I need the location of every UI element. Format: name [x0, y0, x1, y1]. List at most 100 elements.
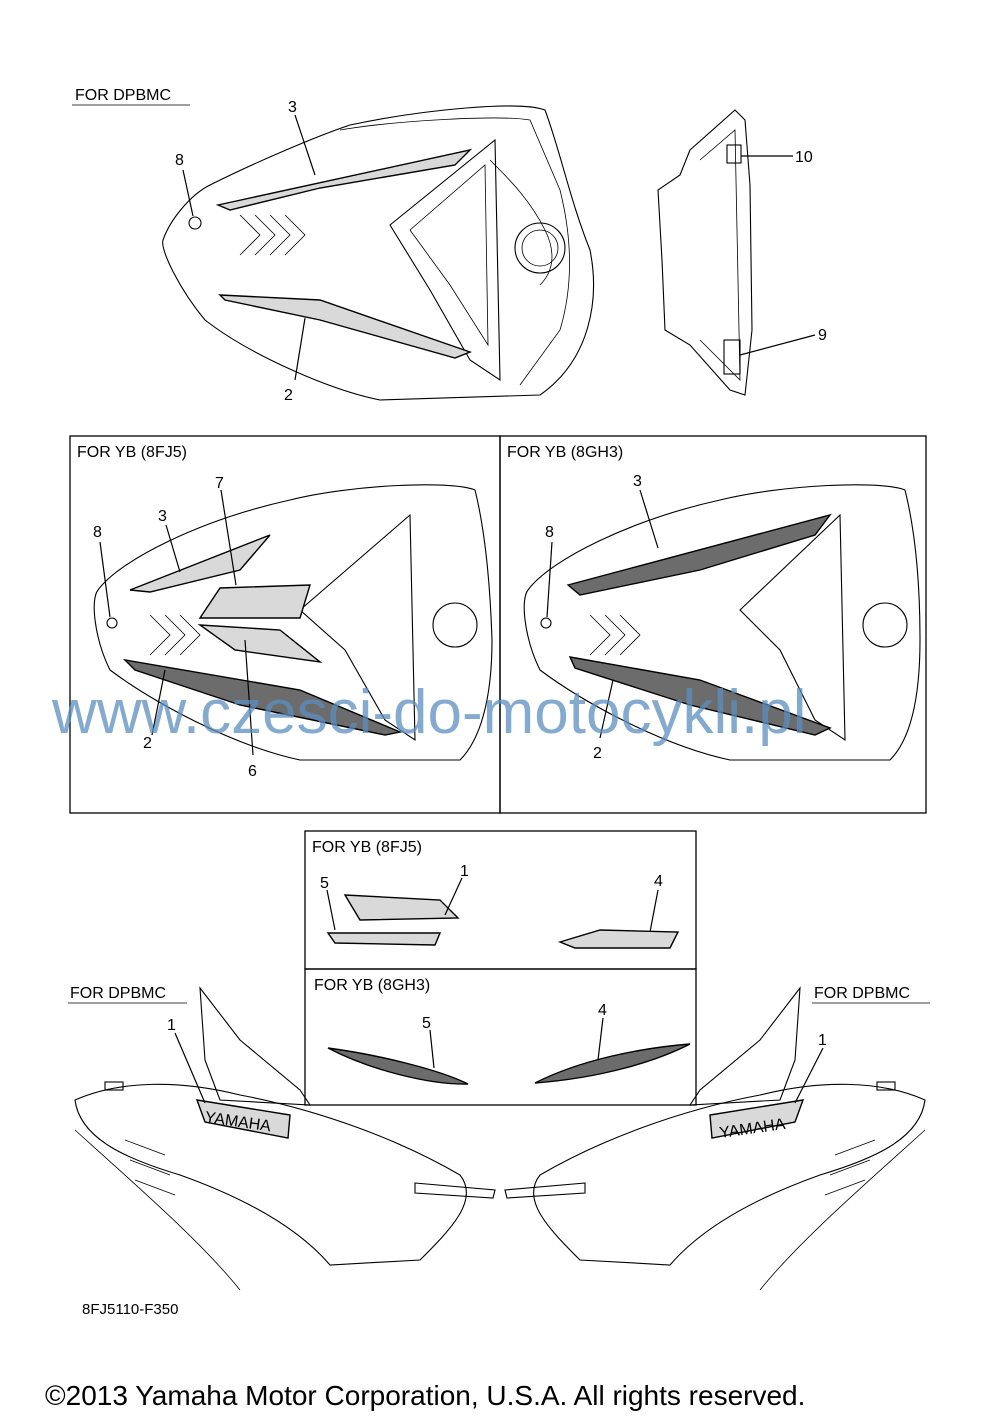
callout-8-8gh3: 8: [545, 524, 554, 541]
callout-5-inset: 5: [320, 875, 329, 892]
vents-left: [124, 1139, 176, 1196]
decal-4-8fj5: [557, 929, 680, 949]
callout-1-right: 1: [818, 1032, 827, 1049]
filler-cap-8fj5: [432, 602, 478, 648]
leader-7-8fj5: [220, 489, 237, 586]
decal-9: [723, 339, 741, 375]
leader-2-8fj5: [151, 669, 166, 736]
filler-cap-inner: [521, 229, 559, 267]
diagram-code: 8FJ5110-F350: [82, 1301, 178, 1318]
leader-4-inset: [649, 889, 659, 933]
inset-8fj5: FOR YB (8FJ5) 1 5 4: [312, 839, 680, 949]
hood-outline: [162, 105, 595, 401]
decal-3-8fj5: [129, 534, 271, 593]
callout-9: 9: [818, 327, 827, 344]
leader-4-8gh3: [597, 1017, 604, 1061]
label-for-dpbmc-bottom-right: FOR DPBMC: [814, 985, 910, 1002]
box-yb-8gh3: [499, 435, 927, 814]
decal-2-lower: [218, 294, 473, 359]
decal-6a-8fj5: [197, 624, 323, 664]
center-v-panel: [389, 138, 501, 382]
callout-3-8fj5: 3: [158, 508, 167, 525]
hood-outline-8gh3: [523, 484, 921, 761]
label-for-dpbmc-bottom-left: FOR DPBMC: [70, 985, 166, 1002]
callout-8-8fj5: 8: [93, 524, 102, 541]
decal-3-upper: [215, 148, 473, 211]
callout-3: 3: [288, 99, 297, 116]
chevrons-8fj5: [149, 614, 201, 656]
callout-2-8fj5: 2: [143, 735, 152, 752]
center-v-inner: [409, 164, 489, 347]
side-view-right: FOR DPBMC YAMAHA 1: [504, 985, 930, 1291]
windshield-right: [688, 986, 801, 1106]
decal-3-8gh3: [566, 513, 832, 596]
windshield-view: 10 9: [657, 109, 827, 396]
yamaha-decal-left: [195, 1099, 291, 1139]
yamaha-decal-right: [709, 1099, 805, 1139]
decal-2-8gh3: [568, 656, 832, 736]
windshield-left: [199, 986, 312, 1106]
body-left: [74, 1083, 467, 1266]
decal-5-8gh3: [327, 1047, 469, 1085]
callout-5-8gh3: 5: [422, 1015, 431, 1032]
emblem-8-8gh3: [540, 617, 552, 629]
decal-4-8gh3: [534, 1043, 691, 1084]
filler-cap: [514, 222, 566, 274]
leader-3-8gh3: [639, 489, 659, 549]
hood-inner-line: [339, 117, 570, 386]
callout-8: 8: [175, 152, 184, 169]
callout-2: 2: [284, 387, 293, 404]
label-for-yb-8fj5: FOR YB (8FJ5): [77, 444, 187, 461]
callout-4-inset: 4: [654, 873, 663, 890]
leader-6-8fj5: [244, 639, 254, 756]
leader-5-8gh3: [429, 1029, 435, 1069]
hood-yb-8fj5: FOR YB (8FJ5) 7 3 8 2 6: [77, 444, 493, 780]
decal-1-8fj5: [343, 894, 460, 921]
decal-5-8fj5: [326, 932, 442, 946]
leader-5-inset: [326, 889, 336, 931]
decal-7-8fj5: [198, 584, 311, 619]
callout-2-8gh3: 2: [593, 745, 602, 762]
leader-1-inset: [444, 877, 463, 916]
body-right: [533, 1083, 926, 1266]
body-right-edge: [759, 1129, 926, 1291]
box-inset-8gh3: [304, 968, 697, 1106]
callout-3-8gh3: 3: [633, 473, 642, 490]
windshield-inner: [699, 129, 741, 381]
label-inset-8gh3: FOR YB (8GH3): [314, 977, 430, 994]
decal-10: [726, 144, 742, 164]
callout-6-8fj5: 6: [248, 763, 257, 780]
hood-top-view: FOR DPBMC 3 8 2: [72, 87, 595, 404]
label-for-yb-8gh3: FOR YB (8GH3): [507, 444, 623, 461]
filler-cap-8gh3: [862, 602, 908, 648]
leader-1-left: [174, 1032, 206, 1104]
leader-1-right: [794, 1047, 824, 1104]
callout-7-8fj5: 7: [215, 475, 224, 492]
emblem-8-8fj5: [106, 617, 118, 629]
decal-2-8fj5: [122, 658, 403, 736]
inset-8gh3: FOR YB (8GH3) 5 4: [314, 977, 691, 1085]
chevrons-8gh3: [589, 614, 641, 656]
callout-1-left: 1: [167, 1017, 176, 1034]
leader-8-8gh3: [546, 541, 553, 618]
windshield-outline: [657, 109, 753, 396]
mirror-right: [504, 1182, 586, 1199]
leader-2: [294, 317, 306, 381]
chevron-vents: [239, 214, 306, 256]
mirror-left: [414, 1182, 496, 1199]
latch-left: [104, 1081, 124, 1091]
center-v-8gh3: [739, 513, 846, 742]
emblem-8: [188, 216, 202, 230]
callout-10: 10: [795, 149, 813, 166]
leader-9: [739, 334, 816, 356]
hood-yb-8gh3: FOR YB (8GH3) 3 8 2: [507, 444, 921, 762]
leader-3: [294, 114, 316, 176]
center-v-8fj5: [299, 513, 416, 742]
label-for-dpbmc-top: FOR DPBMC: [75, 87, 171, 104]
label-inset-8fj5: FOR YB (8FJ5): [312, 839, 422, 856]
leader-2-8gh3: [599, 679, 614, 739]
vents-right: [824, 1139, 876, 1196]
side-view-left: FOR DPBMC YAMAHA 1: [68, 985, 496, 1291]
leader-8: [182, 169, 194, 217]
